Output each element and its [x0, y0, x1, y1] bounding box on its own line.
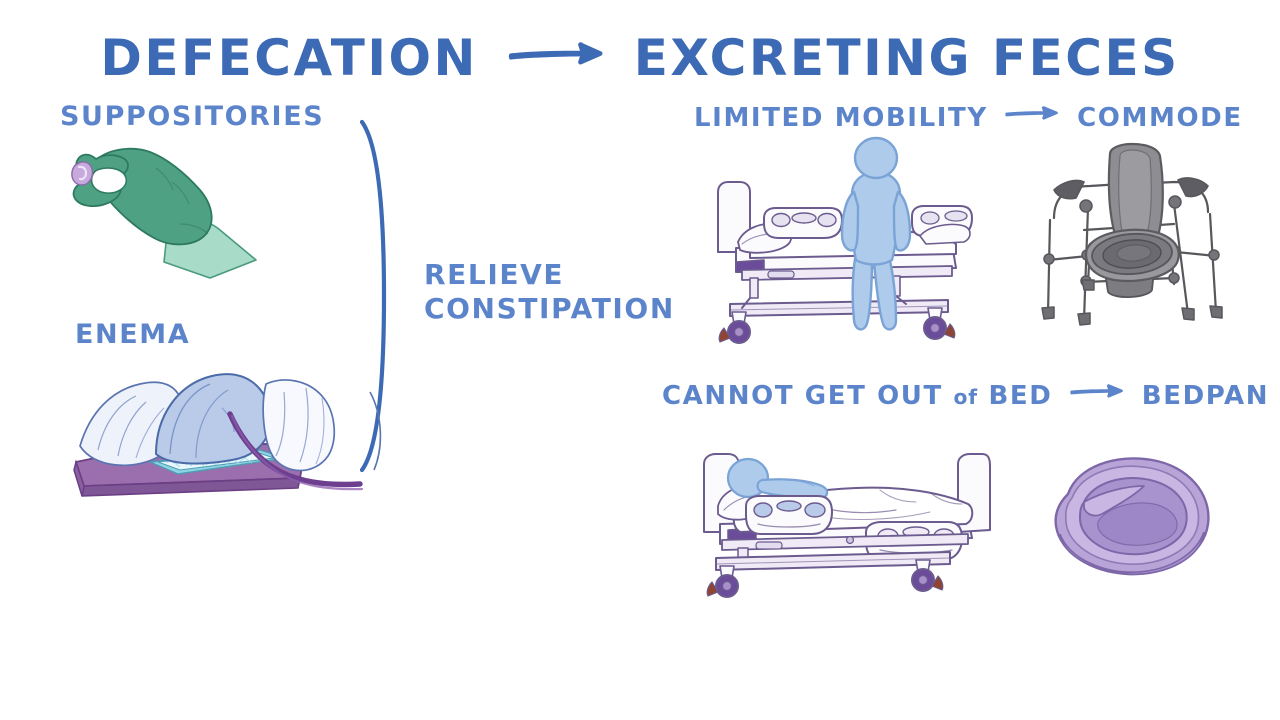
arrow-right-icon [1070, 378, 1124, 407]
label-relieve-line2: CONSTIPATION [424, 292, 675, 326]
arrow-right-icon [1005, 100, 1059, 129]
gloved-hand-holding-suppository [60, 138, 290, 279]
patient-lying-in-bed [700, 440, 991, 600]
page-title: DEFECATION EXCRETING FECES [0, 26, 1280, 85]
label-suppositories: SUPPOSITORIES [60, 101, 325, 132]
label-enema: ENEMA [75, 319, 191, 350]
label-relieve-constipation: RELIEVE CONSTIPATION [424, 258, 675, 326]
label-cannot-part2: BED [988, 381, 1053, 411]
arrow-right-icon [508, 26, 604, 79]
label-commode: COMMODE [1077, 103, 1243, 133]
label-cannot-get-out-of-bed-bedpan: CANNOT GET OUT of BED BEDPAN [662, 378, 1269, 411]
label-limited-mobility: LIMITED MOBILITY [694, 103, 988, 133]
page-title-before: DEFECATION [100, 29, 478, 87]
label-limited-mobility-commode: LIMITED MOBILITY COMMODE [694, 100, 1243, 133]
grouping-brace [356, 118, 402, 474]
page-title-after: EXCRETING FECES [633, 29, 1180, 87]
label-cannot-part1: CANNOT GET OUT [662, 381, 943, 411]
bedside-commode-chair [1024, 142, 1238, 358]
patient-standing-at-bed [706, 136, 974, 352]
label-cannot-of: of [953, 385, 978, 409]
enema-administration [70, 358, 400, 513]
label-bedpan: BEDPAN [1141, 381, 1270, 411]
bedpan [1040, 452, 1220, 580]
label-relieve-line1: RELIEVE [424, 258, 565, 291]
